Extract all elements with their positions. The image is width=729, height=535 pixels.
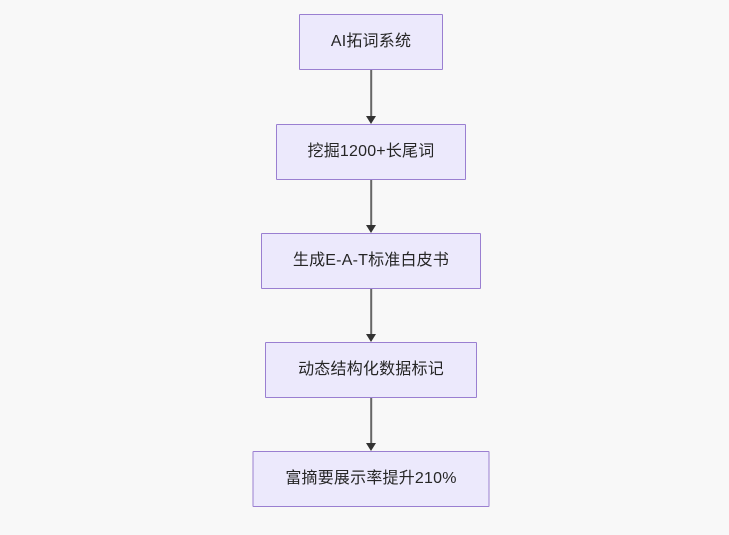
flow-node-label: 富摘要展示率提升210% (285, 470, 457, 487)
edge-line (370, 180, 372, 225)
flow-edge-3 (365, 289, 377, 342)
flow-node-label: 动态结构化数据标记 (298, 361, 444, 378)
flow-edge-2 (365, 180, 377, 233)
flow-node-label: 生成E-A-T标准白皮书 (292, 252, 450, 269)
flow-node-dynamic-structured-data-markup[interactable]: 动态结构化数据标记 (265, 342, 477, 398)
flow-node-ai-keyword-system[interactable]: AI拓词系统 (299, 14, 443, 70)
flow-node-rich-snippet-impression-lift[interactable]: 富摘要展示率提升210% (252, 451, 490, 507)
edge-line (370, 70, 372, 116)
arrowhead-down-icon (366, 443, 376, 451)
flow-edge-1 (365, 70, 377, 124)
arrowhead-down-icon (366, 225, 376, 233)
arrowhead-down-icon (366, 116, 376, 124)
flow-node-generate-eat-whitepaper[interactable]: 生成E-A-T标准白皮书 (261, 233, 481, 289)
flow-edge-4 (365, 398, 377, 451)
flow-node-mine-longtail-keywords[interactable]: 挖掘1200+长尾词 (276, 124, 466, 180)
flow-node-label: 挖掘1200+长尾词 (307, 143, 435, 160)
edge-line (370, 398, 372, 443)
flow-node-label: AI拓词系统 (330, 33, 412, 50)
arrowhead-down-icon (366, 334, 376, 342)
edge-line (370, 289, 372, 334)
